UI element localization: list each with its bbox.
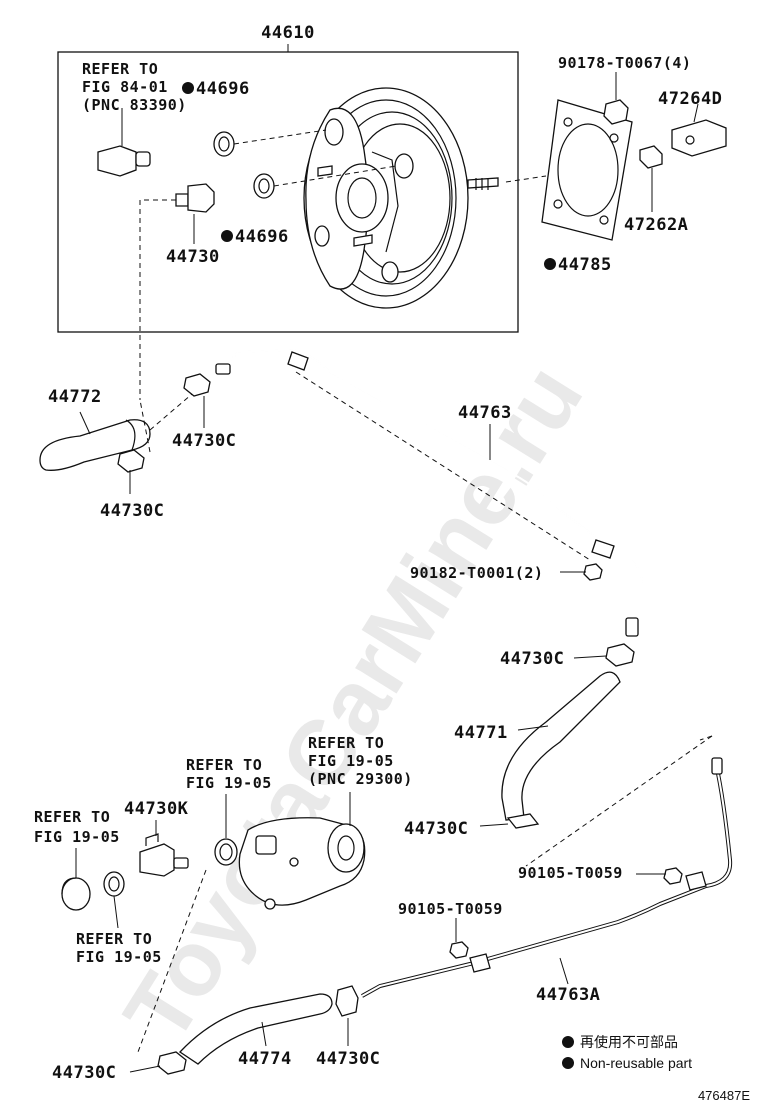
label-refer-fig-1905-c: REFER TO xyxy=(76,930,152,948)
label-refer-fig-8401: REFER TO xyxy=(82,60,158,78)
hose-44774 xyxy=(179,993,333,1065)
label-90178: 90178-T0067(4) xyxy=(558,54,691,72)
clamp-44730C-b xyxy=(117,449,145,494)
brake-booster xyxy=(303,87,499,309)
label-47264D: 47264D xyxy=(658,89,722,109)
label-44730K: 44730K xyxy=(124,799,189,819)
label-44730C-f: 44730C xyxy=(316,1049,380,1069)
label-refer-pnc-29300-pnc: (PNC 29300) xyxy=(308,770,413,788)
clamp-44730C-d xyxy=(479,813,540,829)
hose-44772 xyxy=(39,411,151,471)
label-44610: 44610 xyxy=(261,23,315,43)
vacuum-pipe-44763A xyxy=(361,735,733,998)
legend-dot-en xyxy=(562,1057,574,1069)
clip-90105-b xyxy=(449,918,469,959)
legend-text-ja: 再使用不可部品 xyxy=(580,1034,678,1050)
label-47262A: 47262A xyxy=(624,215,688,235)
label-refer-fig-1905-c-fig: FIG 19-05 xyxy=(76,948,162,966)
o-ring xyxy=(214,794,238,866)
label-44730C-c: 44730C xyxy=(500,649,564,669)
non-reusable-dot-44785 xyxy=(544,258,556,270)
label-44772: 44772 xyxy=(48,387,102,407)
label-refer-fig-1905-a-fig: FIG 19-05 xyxy=(186,774,272,792)
check-valve-44730 xyxy=(139,183,215,400)
nut-90178 xyxy=(603,72,629,125)
non-reusable-dot-44696-bottom xyxy=(221,230,233,242)
label-refer-pnc-29300: REFER TO xyxy=(308,734,384,752)
label-refer-fig-1905-b-fig: FIG 19-05 xyxy=(34,828,120,846)
label-90182: 90182-T0001(2) xyxy=(410,564,543,582)
vacuum-pump xyxy=(238,792,366,910)
label-refer-fig-8401-fig: FIG 84-01 xyxy=(82,78,168,96)
label-44696-bottom: 44696 xyxy=(235,227,289,247)
label-refer-fig-8401-pnc: (PNC 83390) xyxy=(82,96,187,114)
vacuum-pipe-44763 xyxy=(215,348,644,637)
clamp-44730C-e xyxy=(129,1051,187,1075)
label-44730C-e: 44730C xyxy=(52,1063,116,1083)
clip-90182 xyxy=(583,563,603,581)
label-refer-fig-1905-a: REFER TO xyxy=(186,756,262,774)
label-44774: 44774 xyxy=(238,1049,292,1069)
label-90105-a: 90105-T0059 xyxy=(518,864,623,882)
label-44763A: 44763A xyxy=(536,985,600,1005)
label-44763: 44763 xyxy=(458,403,512,423)
label-44730C-a: 44730C xyxy=(172,431,236,451)
label-44730: 44730 xyxy=(166,247,220,267)
non-reusable-dot-44696-top xyxy=(182,82,194,94)
figure-id: 476487E xyxy=(698,1088,750,1103)
vacuum-sensor xyxy=(97,108,151,177)
legend-text-en: Non-reusable part xyxy=(580,1055,692,1071)
label-44730C-d: 44730C xyxy=(404,819,468,839)
label-90105-b: 90105-T0059 xyxy=(398,900,503,918)
watermark: ToyotaCarMine.ru xyxy=(105,348,602,1060)
label-refer-pnc-29300-fig: FIG 19-05 xyxy=(308,752,394,770)
cap xyxy=(61,848,91,911)
label-44696-top: 44696 xyxy=(196,79,250,99)
legend-dot-ja xyxy=(562,1036,574,1048)
clevis-47264D xyxy=(671,103,727,157)
label-44771: 44771 xyxy=(454,723,508,743)
nut-47262A xyxy=(639,145,663,212)
gasket-ring xyxy=(103,871,125,929)
label-44730C-b: 44730C xyxy=(100,501,164,521)
gasket-44785 xyxy=(505,99,633,241)
union-44730K xyxy=(139,820,189,877)
clamp-44730C-f xyxy=(335,985,359,1046)
label-44785: 44785 xyxy=(558,255,612,275)
hose-44771 xyxy=(501,671,621,821)
label-refer-fig-1905-b: REFER TO xyxy=(34,808,110,826)
grommet-44696-bottom xyxy=(253,165,397,199)
legend: 再使用不可部品 Non-reusable part xyxy=(562,1034,692,1071)
clamp-44730C-a xyxy=(183,373,211,428)
grommet-44696-top xyxy=(213,129,327,157)
clamp-44730C-c xyxy=(605,643,635,667)
clip-90105-a xyxy=(663,867,683,885)
